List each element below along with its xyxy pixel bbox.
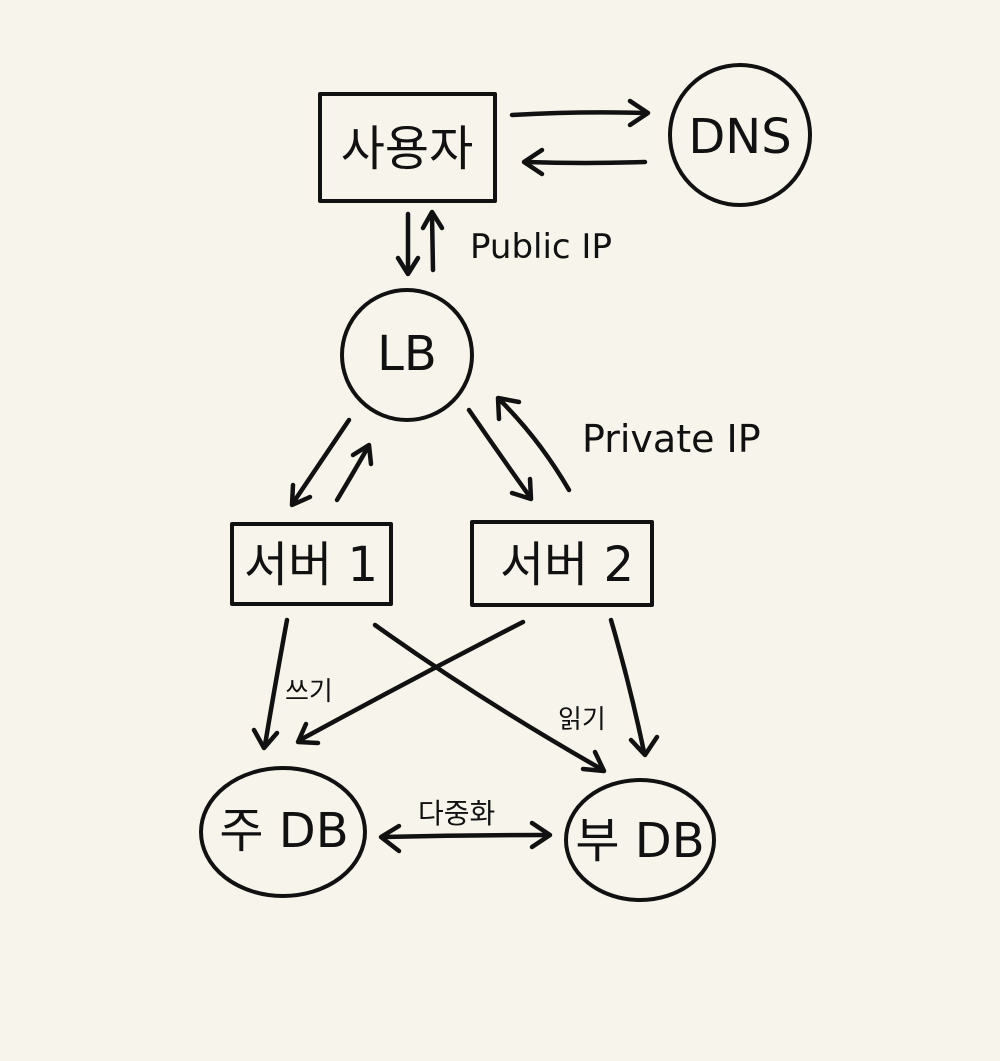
- lb-label: LB: [377, 326, 437, 382]
- arrowhead: [350, 442, 374, 467]
- edge-replication: [378, 820, 553, 854]
- server2-label: 서버 2: [500, 537, 634, 593]
- write-label: 쓰기: [285, 677, 333, 707]
- edge-server2-to-replica-db-line: [608, 617, 647, 755]
- server2-box: [470, 520, 654, 607]
- arrowhead: [580, 749, 607, 774]
- arrowhead: [378, 823, 402, 854]
- read-label: 읽기: [558, 705, 606, 735]
- arrowhead: [495, 395, 522, 422]
- user-label: 사용자: [341, 121, 473, 177]
- edge-server1-to-lb: [334, 442, 374, 503]
- node-server2: 서버 2: [470, 520, 654, 607]
- edge-dns-to-user-line: [523, 159, 648, 166]
- edge-lb-to-user: [420, 209, 445, 273]
- arrowhead: [251, 727, 280, 751]
- primary-db-label: 주 DB: [219, 803, 348, 859]
- edge-server2-to-lb: [495, 395, 572, 493]
- edge-server1-to-lb-line: [334, 444, 371, 503]
- edge-user-to-lb: [395, 211, 421, 277]
- edge-user-to-dns: [509, 98, 651, 128]
- edge-server2-to-replica-db: [608, 617, 660, 758]
- arrowhead: [521, 147, 545, 177]
- edge-server2-to-primary-db: [295, 619, 526, 746]
- edge-server2-to-primary-db-line: [297, 619, 526, 743]
- node-dns: DNS: [668, 63, 812, 207]
- arrowhead: [395, 255, 421, 277]
- edge-server1-to-replica-db: [372, 622, 607, 774]
- arrowhead: [627, 98, 651, 128]
- edge-server2-to-lb-line: [497, 397, 572, 493]
- edge-server1-to-replica-db-line: [372, 622, 606, 773]
- private-ip-label: Private IP: [582, 417, 761, 461]
- arrowhead: [628, 734, 660, 758]
- arrowhead: [509, 476, 534, 502]
- dns-label: DNS: [688, 109, 791, 165]
- node-replica-db: 부 DB: [564, 778, 716, 902]
- edge-lb-to-server2: [466, 407, 534, 502]
- edge-server1-to-primary-db: [251, 617, 290, 751]
- replica-db-label: 부 DB: [575, 813, 704, 869]
- node-primary-db: 주 DB: [199, 766, 367, 898]
- edge-lb-to-server1: [289, 417, 352, 508]
- user-box: [318, 92, 497, 203]
- arrowhead: [420, 209, 445, 231]
- primary-db-ellipse: [199, 766, 367, 898]
- node-server1: 서버 1: [230, 522, 393, 606]
- replica-db-ellipse: [564, 778, 716, 902]
- edge-lb-to-server1-line: [290, 417, 352, 506]
- edge-lb-to-user-line: [429, 211, 436, 273]
- lb-circle: [340, 288, 474, 422]
- edge-dns-to-user: [521, 147, 648, 177]
- arrowhead: [295, 721, 321, 746]
- arrowhead: [289, 482, 313, 508]
- server1-label: 서버 1: [244, 537, 378, 593]
- edge-lb-to-server2-line: [466, 407, 533, 500]
- edge-replication-line: [380, 832, 551, 840]
- public-ip-label: Public IP: [470, 227, 612, 267]
- edge-user-to-dns-line: [509, 110, 649, 118]
- server1-box: [230, 522, 393, 606]
- node-lb: LB: [340, 288, 474, 422]
- arrowhead: [529, 820, 553, 850]
- dns-circle: [668, 63, 812, 207]
- node-user: 사용자: [318, 92, 497, 203]
- replication-label: 다중화: [418, 797, 495, 830]
- edge-server1-to-primary-db-line: [262, 617, 290, 748]
